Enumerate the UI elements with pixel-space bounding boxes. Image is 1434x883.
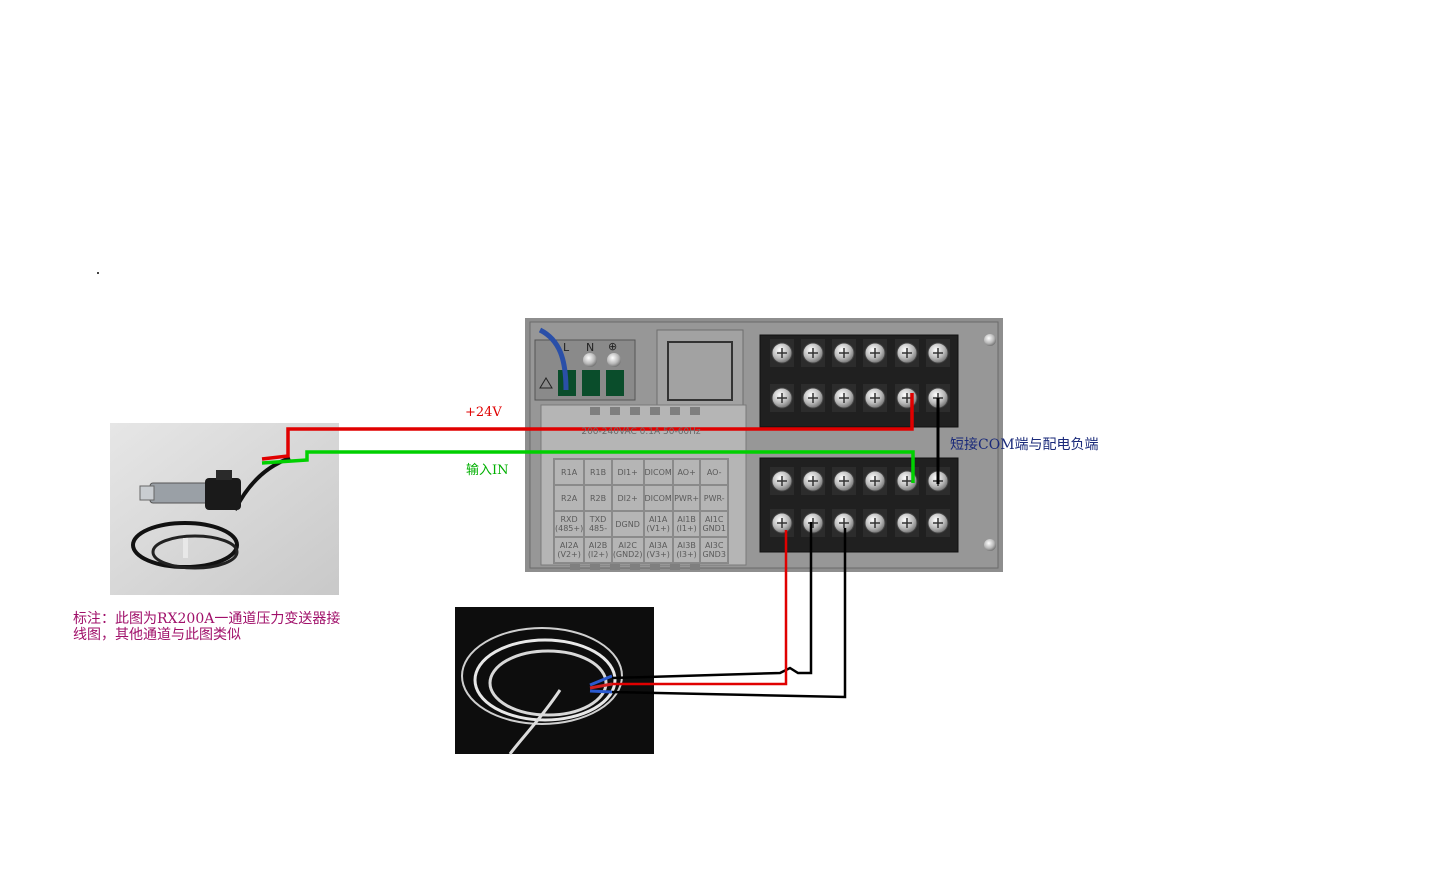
label-cell: DI1+ [611, 459, 644, 485]
label-cell: AI2A (V2+) [554, 537, 585, 563]
label-cell: PWR+ [672, 485, 701, 511]
note-text: 标注：此图为RX200A一通道压力变送器接 线图，其他通道与此图类似 [73, 611, 373, 643]
note-line-2: 线图，其他通道与此图类似 [73, 627, 241, 643]
power-label-ground: ⊕ [608, 340, 618, 353]
label-cell: R1A [554, 459, 585, 485]
label-cell: R2A [554, 485, 585, 511]
label-cell: AO- [700, 459, 728, 485]
label-plus24v: +24V [465, 405, 502, 420]
label-cell: R1B [584, 459, 612, 485]
stray-dot [97, 272, 99, 274]
label-cell: DICOM [643, 459, 673, 485]
label-cell: AI2B (I2+) [584, 537, 612, 563]
label-cell: AI1A (V1+) [643, 511, 673, 537]
label-cell: AI3C GND3 [700, 537, 728, 563]
label-cell: RXD (485+) [554, 511, 585, 537]
label-cell: AI1B (I1+) [672, 511, 701, 537]
note-line-1: 标注：此图为RX200A一通道压力变送器接 [73, 611, 341, 627]
label-cell: AI1C GND1 [700, 511, 728, 537]
rating-label: 200-240VAC 0.1A 50-60Hz [553, 427, 729, 437]
rating-text: 200-240VAC 0.1A 50-60Hz [581, 427, 701, 437]
terminal-screws [770, 339, 950, 537]
power-label-n: N [586, 341, 595, 354]
power-label-l: L [563, 341, 570, 354]
label-cell: TXD 485- [584, 511, 612, 537]
label-cell: R2B [584, 485, 612, 511]
label-cell: DICOM [643, 485, 673, 511]
label-cell: AI3B (I3+) [672, 537, 701, 563]
label-cell: AI2C (GND2) [611, 537, 644, 563]
label-cell: PWR- [700, 485, 728, 511]
label-short-com: 短接COM端与配电负端 [950, 437, 1099, 453]
label-cell: DGND [611, 511, 644, 537]
sensor-cable-photo [455, 607, 654, 755]
label-cell: DI2+ [611, 485, 644, 511]
label-cell: AO+ [672, 459, 701, 485]
label-input-in: 输入IN [466, 463, 509, 478]
wires [261, 393, 940, 699]
pressure-transmitter-photo [110, 423, 339, 595]
label-cell: AI3A (V3+) [643, 537, 673, 563]
